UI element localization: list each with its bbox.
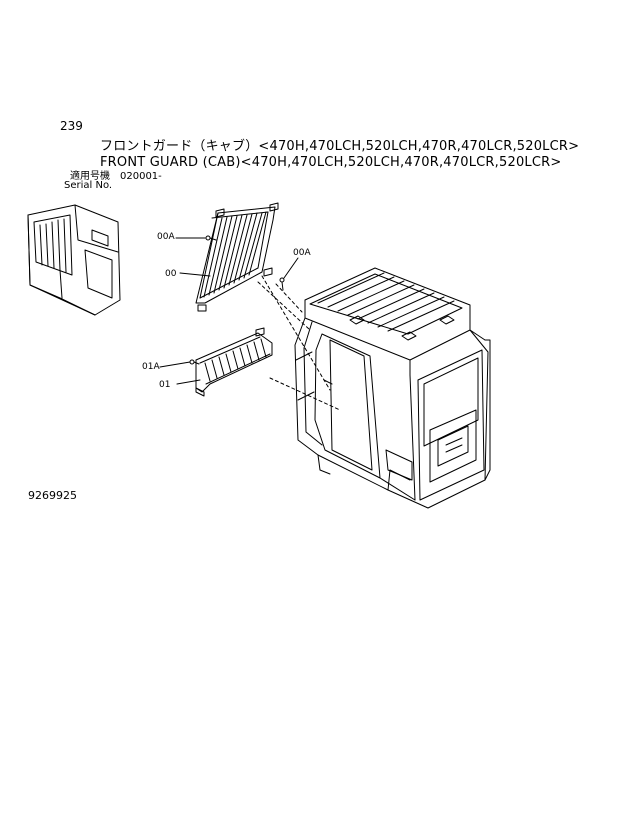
cab-thumbnail bbox=[27, 204, 121, 316]
cab-body bbox=[294, 267, 491, 509]
callout-00a-right: 00A bbox=[293, 248, 311, 258]
title-japanese: フロントガード（キャブ）<470H,470LCH,520LCH,470R,470… bbox=[100, 139, 580, 154]
front-guard-lower bbox=[195, 327, 273, 397]
bolts bbox=[189, 235, 285, 365]
callout-00: 00 bbox=[165, 269, 177, 279]
serial-label-japanese: 適用号機 020001- bbox=[70, 171, 162, 182]
serial-label-english: Serial No. bbox=[64, 180, 113, 191]
callout-01: 01 bbox=[159, 380, 171, 390]
callout-00a-left: 00A bbox=[157, 232, 175, 242]
front-guard-upper bbox=[195, 202, 279, 312]
drawing-number: 9269925 bbox=[28, 489, 77, 502]
title-english: FRONT GUARD (CAB)<470H,470LCH,520LCH,470… bbox=[100, 155, 562, 170]
page-number: 239 bbox=[60, 119, 83, 133]
leader-lines bbox=[159, 237, 299, 385]
callout-01a: 01A bbox=[142, 362, 160, 372]
